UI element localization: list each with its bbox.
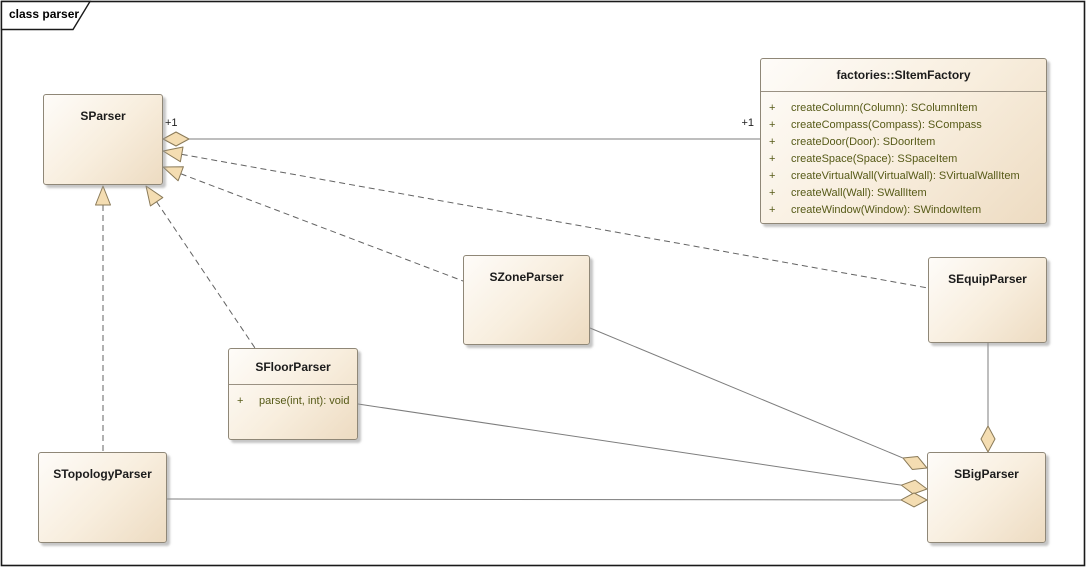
aggregation-sbigparser-stopologyparser-diamond-head <box>900 492 928 508</box>
realization-szoneparser-sparser[interactable] <box>162 166 464 282</box>
class-name: STopologyParser <box>53 467 152 481</box>
class-sitemfactory[interactable]: factories::SItemFactory +createColumn(Co… <box>760 58 1047 224</box>
realization-sequipparser-sparser-triangle-head <box>162 146 184 163</box>
class-name: factories::SItemFactory <box>836 68 971 82</box>
method-row[interactable]: +createWindow(Window): SWindowItem <box>769 203 982 216</box>
method-row[interactable]: +createDoor(Door): SDoorItem <box>769 135 936 148</box>
realization-sequipparser-sparser-line <box>181 153 929 289</box>
method-row[interactable]: +createVirtualWall(VirtualWall): SVirtua… <box>769 169 1020 182</box>
class-sbigparser[interactable]: SBigParser <box>927 452 1046 543</box>
class-szoneparser[interactable]: SZoneParser <box>463 255 590 345</box>
aggregation-sbigparser-stopologyparser[interactable] <box>166 492 928 508</box>
class-header: factories::SItemFactory <box>761 59 1046 92</box>
class-name: SEquipParser <box>948 272 1027 286</box>
aggregation-sbigparser-sequipparser[interactable] <box>980 343 996 453</box>
method-row[interactable]: +createSpace(Space): SSpaceItem <box>769 152 958 165</box>
class-name: SFloorParser <box>255 359 331 374</box>
aggregation-sbigparser-sequipparser-diamond-head <box>980 425 996 453</box>
aggregation-sbigparser-szoneparser[interactable] <box>589 327 928 470</box>
aggregation-sbigparser-sfloorparser-line <box>357 403 902 486</box>
aggregation-sbigparser-szoneparser-diamond-head <box>902 456 928 470</box>
aggregation-sbigparser-szoneparser-line <box>589 327 904 459</box>
class-sfloorparser[interactable]: SFloorParser +parse(int, int): void <box>228 348 358 440</box>
methods-compartment: +createColumn(Column): SColumnItem +crea… <box>761 92 1046 218</box>
frame-label-tab <box>0 0 92 31</box>
realization-szoneparser-sparser-line <box>180 173 464 282</box>
class-name: SZoneParser <box>489 270 564 284</box>
class-stopologyparser[interactable]: STopologyParser <box>38 452 167 543</box>
methods-compartment: +parse(int, int): void <box>229 385 357 409</box>
method-row[interactable]: +createColumn(Column): SColumnItem <box>769 101 978 114</box>
class-name: SParser <box>80 109 126 123</box>
method-row[interactable]: +createCompass(Compass): SCompass <box>769 118 982 131</box>
method-row[interactable]: +parse(int, int): void <box>237 394 350 407</box>
realization-stopologyparser-sparser-triangle-head <box>95 185 111 206</box>
realization-sfloorparser-sparser[interactable] <box>145 185 256 349</box>
aggregation-sparser-sitemfactory[interactable] <box>162 131 760 147</box>
class-sparser[interactable]: SParser <box>43 94 163 185</box>
realization-szoneparser-sparser-triangle-head <box>162 166 184 182</box>
aggregation-sbigparser-sfloorparser[interactable] <box>357 403 928 495</box>
realization-sfloorparser-sparser-triangle-head <box>145 185 164 207</box>
aggregation-sbigparser-sfloorparser-diamond-head <box>900 479 928 495</box>
multiplicity-label-source: +1 <box>165 117 178 129</box>
class-header: SFloorParser <box>229 349 357 385</box>
class-name: SBigParser <box>954 467 1019 481</box>
method-row[interactable]: +createWall(Wall): SWallItem <box>769 186 927 199</box>
aggregation-sparser-sitemfactory-diamond-head <box>162 131 190 147</box>
frame-label: class parser <box>9 7 80 21</box>
realization-stopologyparser-sparser[interactable] <box>95 185 111 452</box>
realization-sfloorparser-sparser-line <box>156 201 256 349</box>
realization-sequipparser-sparser[interactable] <box>162 146 929 289</box>
multiplicity-label-target: +1 <box>741 117 754 129</box>
aggregation-sbigparser-stopologyparser-line <box>166 498 902 501</box>
class-sequipparser[interactable]: SEquipParser <box>928 257 1047 343</box>
